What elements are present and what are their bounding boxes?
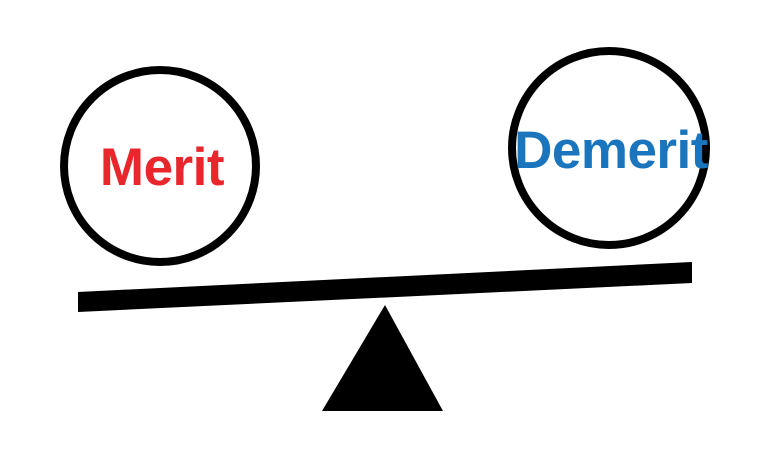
demerit-label: Demerit	[514, 121, 708, 180]
triangle-fulcrum	[322, 305, 443, 411]
demerit-pan[interactable]: Demerit	[508, 47, 710, 249]
merit-label: Merit	[100, 138, 224, 197]
balance-beam	[78, 262, 692, 312]
merit-pan[interactable]: Merit	[60, 66, 260, 266]
merit-circle	[60, 66, 260, 266]
demerit-circle	[508, 47, 710, 249]
